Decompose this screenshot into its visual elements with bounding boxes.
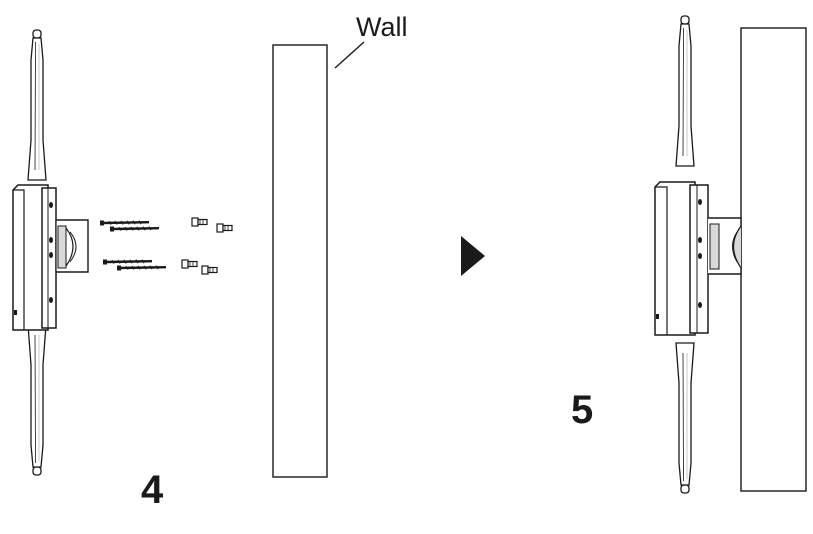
wall-anchor-icon: [191, 217, 208, 227]
upper-antenna: [27, 29, 47, 181]
right-triangle-arrow-icon: [461, 236, 485, 276]
screw-icon: [115, 263, 168, 272]
wall-anchor-icon: [181, 259, 198, 269]
device-step-4: [12, 29, 89, 476]
anchors-group: [181, 217, 233, 275]
screws-group: [98, 218, 168, 272]
access-point-body: [654, 181, 742, 336]
step-number-5: 5: [571, 388, 594, 432]
wall-anchor-icon: [216, 223, 233, 233]
lower-antenna: [675, 342, 695, 494]
lower-antenna: [27, 324, 47, 476]
step-number-4: 4: [141, 468, 164, 512]
wall-step-4: [272, 44, 328, 478]
device-step-5: [654, 15, 742, 494]
screw-icon: [98, 218, 151, 227]
wall-step-5: [740, 27, 807, 492]
wall-leader-line: [334, 41, 365, 69]
wall-anchor-icon: [201, 265, 218, 275]
wall-label: Wall: [356, 12, 408, 42]
screw-icon: [101, 257, 154, 266]
upper-antenna: [675, 15, 695, 167]
screw-icon: [108, 224, 161, 233]
access-point-body: [12, 184, 89, 331]
